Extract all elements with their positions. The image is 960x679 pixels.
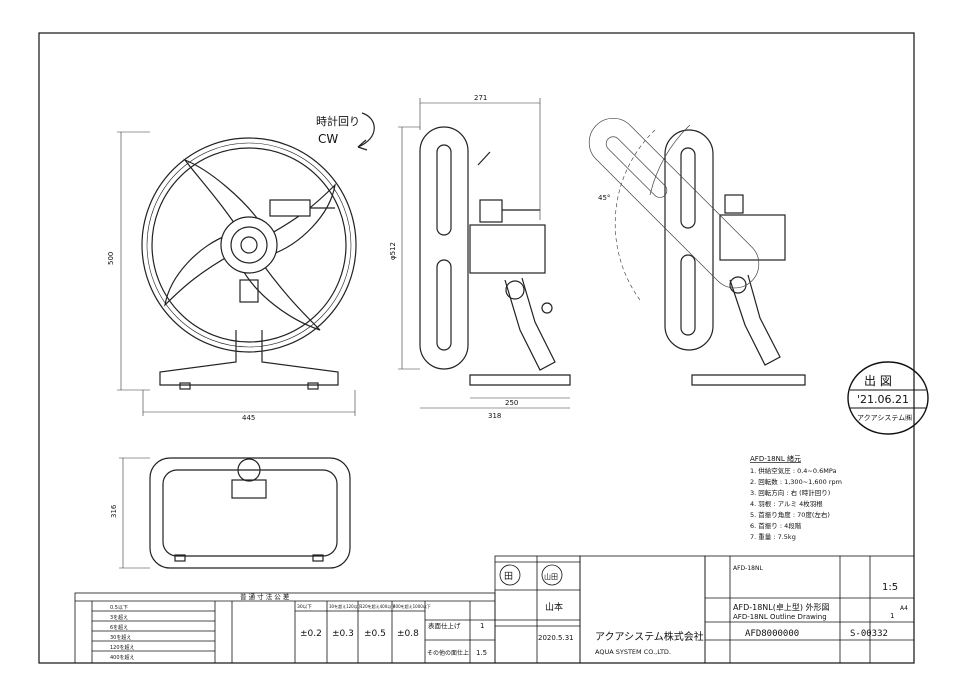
rotation-cw: CW <box>318 132 338 146</box>
tol-val-3: ±0.5 <box>364 629 386 639</box>
tol-other-label: その他の面仕上 <box>427 649 469 657</box>
dim-plan-depth: 316 <box>110 504 118 518</box>
dim-side-depth: 271 <box>474 94 487 102</box>
side-view <box>419 126 571 386</box>
tolerance-row-labels: 0.5以下 3を超え 6を超え 30を超え 120を超え 400を超え <box>110 605 135 661</box>
tol-col-2: 30を超え120以下 <box>329 603 362 609</box>
tilted-view <box>664 129 806 386</box>
spec-row-3: 3. 回転方向 : 右 (時計回り) <box>750 488 830 497</box>
tilted-ghost <box>588 117 760 289</box>
rotation-arrow-head <box>357 139 368 151</box>
drawing-name-en: AFD-18NL Outline Drawing <box>733 613 827 621</box>
spec-row-7: 7. 重量 : 7.5kg <box>750 533 796 541</box>
dim-front-height: 500 <box>107 252 115 265</box>
tol-val-4: ±0.8 <box>397 629 419 639</box>
spec-row-5: 5. 首振り角度 : 70度(左右) <box>750 510 830 519</box>
dim-tilt-angle: 45° <box>598 194 610 202</box>
tol-row-1: 0.5以下 <box>110 605 128 611</box>
dim-front-width: 445 <box>242 414 255 422</box>
company-jp: アクアシステム株式会社 <box>595 630 704 643</box>
drawing-number: AFD8000000 <box>745 629 799 639</box>
rotation-label: 時計回り <box>316 114 360 128</box>
approval-block <box>494 555 706 664</box>
tol-col-3: 120を超え400以下 <box>360 603 395 609</box>
tol-note-value: 1 <box>480 622 484 630</box>
spec-row-1: 1. 供給空気圧 : 0.4~0.6MPa <box>750 466 836 475</box>
drawing-size: A4 <box>900 605 908 612</box>
issue-stamp <box>847 361 929 435</box>
front-dims <box>117 131 356 416</box>
title-block <box>704 555 915 664</box>
drawing-scale: 1:5 <box>882 582 898 593</box>
plan-view <box>149 457 351 569</box>
tol-col-4: 400を超え1000以下 <box>393 603 431 609</box>
drawn-by: 山本 <box>545 601 563 613</box>
tol-row-3: 6を超え <box>110 624 128 631</box>
side-dims <box>398 98 570 409</box>
stamp-title: 出 図 <box>864 374 892 388</box>
file-number: S-00332 <box>850 629 888 639</box>
tol-row-6: 400を超え <box>110 654 135 661</box>
front-view <box>141 137 357 390</box>
approval-stamp-2: 山田 <box>544 572 558 581</box>
spec-row-4: 4. 羽根 : アルミ 4枚羽根 <box>750 499 823 508</box>
tolerance-title: 普 通 寸 法 公 差 <box>240 592 290 601</box>
spec-row-2: 2. 回転数 : 1,300~1,600 rpm <box>750 477 842 486</box>
drawing-name-jp: AFD-18NL(卓上型) 外形図 <box>733 602 830 612</box>
plan-dims <box>119 457 150 569</box>
dim-side-base: 318 <box>488 412 501 420</box>
tol-col-1: 30以下 <box>297 604 312 610</box>
tol-row-5: 120を超え <box>110 644 135 651</box>
model-number: AFD-18NL <box>733 565 763 572</box>
spec-row-6: 6. 首振り : 4段階 <box>750 521 802 530</box>
stamp-company: アクアシステム㈱ <box>857 413 912 422</box>
tol-note-label: 表面仕上げ <box>428 621 461 630</box>
tolerance-table <box>74 592 496 664</box>
dim-side-base-inner: 250 <box>505 399 518 407</box>
specs-title: AFD-18NL 緒元 <box>750 454 801 463</box>
approval-date: 2020.5.31 <box>538 634 574 642</box>
page-number: 1 <box>890 612 894 620</box>
tol-row-4: 30を超え <box>110 634 131 641</box>
rotation-arrow <box>357 112 375 148</box>
company-en: AQUA SYSTEM CO.,LTD. <box>595 648 671 656</box>
tol-row-2: 3を超え <box>110 614 128 621</box>
tol-val-1: ±0.2 <box>300 629 322 639</box>
approval-stamp-1: 田 <box>504 571 513 582</box>
dim-side-height: φ512 <box>389 242 397 260</box>
tolerance-values: ±0.2 ±0.3 ±0.5 ±0.8 <box>300 629 419 639</box>
specs-list: 1. 供給空気圧 : 0.4~0.6MPa 2. 回転数 : 1,300~1,6… <box>750 466 842 541</box>
tolerance-header-cols: 30以下 30を超え120以下 120を超え400以下 400を超え1000以下 <box>297 603 431 610</box>
tilt-arc <box>614 129 656 301</box>
tol-val-2: ±0.3 <box>332 629 354 639</box>
tol-other-value: 1.5 <box>476 649 487 657</box>
stamp-date: '21.06.21 <box>857 393 909 406</box>
